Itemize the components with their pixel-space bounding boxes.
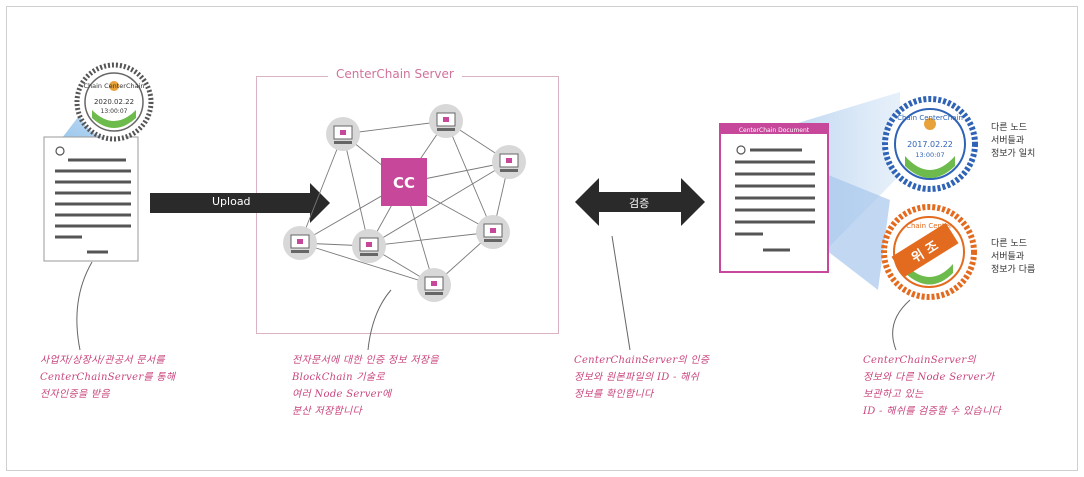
left-document-group (43, 62, 154, 262)
note-left-line: 사업자/상장사/관공서 문서를 (40, 355, 165, 366)
valid-side-note: 다른 노드 서버들과 정보가 일치 (991, 122, 1035, 161)
note-right-center-line: CenterChainServer의 인증 (574, 355, 710, 366)
server-node (492, 145, 526, 179)
left-stamp-time: 13:00:07 (101, 108, 128, 115)
valid-stamp-date: 2017.02.22 (907, 140, 953, 149)
note-right: CenterChainServer의 정보와 다른 Node Server가 보… (863, 352, 1001, 420)
centerchain-hub (369, 158, 427, 206)
left-stamp (74, 62, 154, 142)
note-right-center-line: 정보와 원본파일의 ID - 해쉬 (574, 372, 700, 383)
server-node (429, 104, 463, 138)
right-document-group (719, 92, 978, 300)
note-left: 사업자/상장사/관공서 문서를 CenterChainServer를 통해 전자… (40, 352, 175, 403)
right-doc-lines (735, 148, 815, 252)
verify-arrow (575, 178, 705, 226)
note-center: 전자문서에 대한 인증 정보 저장을 BlockChain 기술로 여러 Nod… (292, 352, 439, 420)
invalid-stamp-title: Chain Center (906, 222, 952, 230)
server-node (326, 117, 360, 151)
server-node (476, 215, 510, 249)
note-center-line: BlockChain 기술로 (292, 372, 385, 383)
note-left-line: 전자인증을 받음 (40, 389, 110, 400)
note-center-line: 분산 저장합니다 (292, 406, 362, 417)
left-stamp-date: 2020.02.22 (94, 98, 134, 106)
note-right-line: ID - 해쉬를 검증할 수 있습니다 (863, 406, 1002, 417)
right-doc-header (720, 124, 828, 134)
note-right-center-line: 정보를 확인합니다 (574, 389, 654, 400)
left-stamp-title: Chain CenterChain (83, 82, 144, 90)
valid-side-note-line: 다른 노드 (991, 123, 1027, 133)
server-node (352, 229, 386, 263)
note-left-line: CenterChainServer를 통해 (40, 372, 176, 383)
valid-stamp-time: 13:00:07 (915, 151, 944, 159)
right-doc-seal-icon (736, 145, 746, 155)
valid-stamp-title: Chain CenterChain (897, 114, 963, 122)
valid-side-note-line: 서버들과 (991, 136, 1025, 146)
invalid-side-note-line: 정보가 다름 (991, 265, 1036, 275)
valid-stamp (882, 96, 978, 192)
note-right-line: 정보와 다른 Node Server가 (863, 372, 995, 383)
left-doc-seal-icon (55, 146, 65, 156)
invalid-stamp (881, 204, 977, 300)
note-right-center: CenterChainServer의 인증 정보와 원본파일의 ID - 해쉬 … (574, 352, 709, 403)
server-node (417, 268, 451, 302)
hub-label: CC (393, 174, 415, 192)
verify-label: 검증 (629, 197, 650, 210)
left-doc-lines (55, 158, 131, 254)
invalid-side-note-line: 서버들과 (991, 252, 1025, 262)
left-document (43, 136, 139, 262)
invalid-side-note-line: 다른 노드 (991, 239, 1027, 249)
invalid-side-note: 다른 노드 서버들과 정보가 다름 (991, 238, 1035, 277)
server-title: CenterChain Server (328, 67, 462, 81)
note-center-line: 전자문서에 대한 인증 정보 저장을 (292, 355, 439, 366)
server-node (283, 226, 317, 260)
upload-arrow (150, 183, 330, 223)
note-center-line: 여러 Node Server에 (292, 389, 392, 400)
valid-side-note-line: 정보가 일치 (991, 149, 1036, 159)
right-doc-header-text: CenterChain Document (739, 127, 810, 134)
upload-label: Upload (212, 195, 251, 208)
note-right-line: 보관하고 있는 (863, 389, 924, 400)
note-right-line: CenterChainServer의 (863, 355, 976, 366)
leader-lines (76, 235, 911, 351)
